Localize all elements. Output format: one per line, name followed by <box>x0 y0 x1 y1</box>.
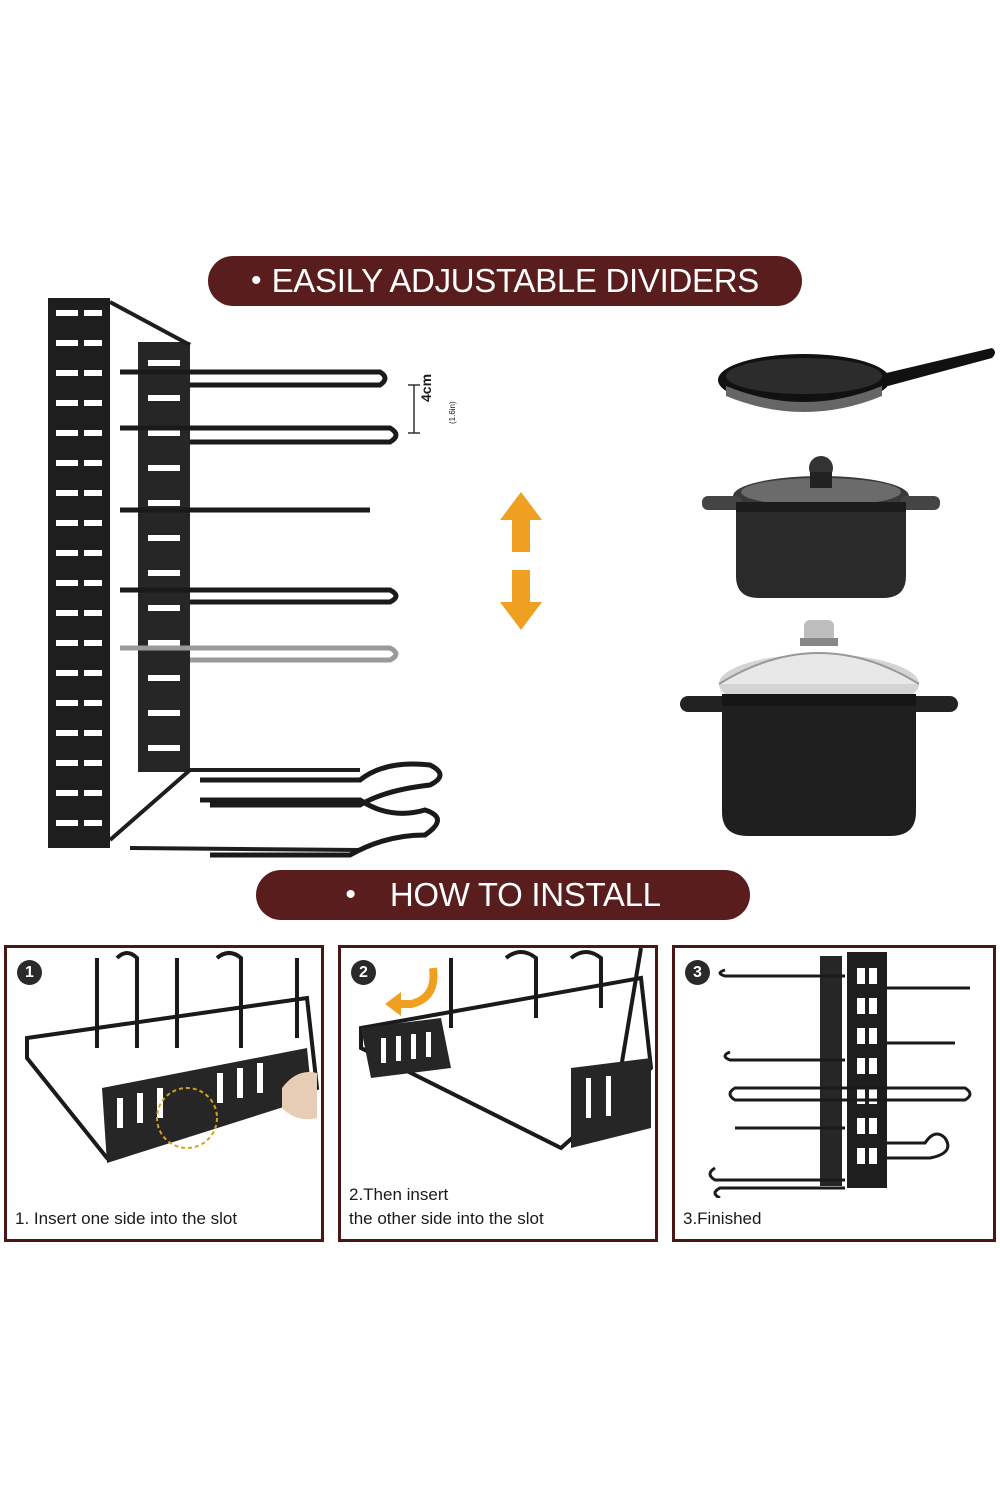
install-step-2: 2 2.Then insert the other side into the … <box>338 945 658 1242</box>
caption-line: 3.Finished <box>683 1209 762 1228</box>
caption-line: 2.Then insert <box>349 1185 449 1204</box>
bend-arrow-icon <box>385 967 438 1016</box>
banner-bullet: • <box>251 264 262 297</box>
step-number: 1 <box>17 960 42 985</box>
step-caption: 2.Then insert the other side into the sl… <box>349 1183 544 1231</box>
banner-bullet: • <box>345 878 356 911</box>
stockpot-icon <box>680 620 958 836</box>
frying-pan-icon <box>718 348 995 412</box>
rack-icon <box>359 948 654 1151</box>
pot-icon <box>702 456 940 598</box>
step-number: 2 <box>351 960 376 985</box>
install-step-3: 3 3.Finished <box>672 945 996 1242</box>
rack-icon <box>48 298 443 858</box>
rack-icon <box>708 952 972 1198</box>
measurement-4cm: 4cm <box>418 373 434 402</box>
install-step-1: 1 1. Insert one side into the slot <box>4 945 324 1242</box>
step-caption: 1. Insert one side into the slot <box>15 1207 237 1231</box>
how-to-install-banner: • HOW TO INSTALL <box>256 870 750 920</box>
caption-line: the other side into the slot <box>349 1209 544 1228</box>
adjustable-dividers-banner: • EASILY ADJUSTABLE DIVIDERS <box>208 256 802 306</box>
step-number: 3 <box>685 960 710 985</box>
rack-icon <box>25 951 320 1163</box>
up-down-arrow-icon <box>500 492 542 630</box>
measurement-1-6in: (1.6in) <box>448 401 457 424</box>
banner-title: EASILY ADJUSTABLE DIVIDERS <box>271 262 760 299</box>
caption-line: 1. Insert one side into the slot <box>15 1209 238 1228</box>
step-caption: 3.Finished <box>683 1207 761 1231</box>
banner-title: HOW TO INSTALL <box>389 876 661 913</box>
